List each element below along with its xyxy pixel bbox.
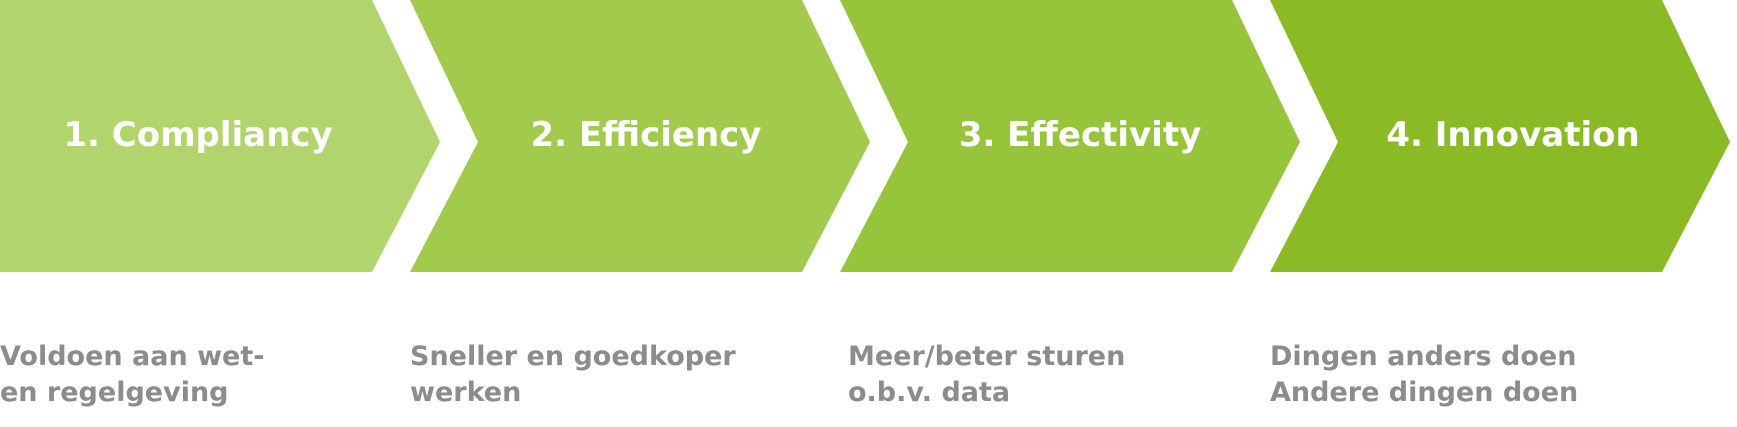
step-3-chevron [840,0,1300,272]
step-4: 4. Innovation [1270,0,1730,272]
step-2-description-line-1: Sneller en goedkoper [410,341,736,372]
step-2: 2. Efficiency [410,0,870,272]
step-3-title: 3. Effectivity [959,115,1202,155]
step-4-title: 4. Innovation [1386,115,1639,155]
step-1-description-line-2: en regelgeving [0,377,229,408]
step-1-chevron [0,0,440,272]
step-3-description-line-2: o.b.v. data [848,377,1011,408]
step-4-description: Dingen anders doen Andere dingen doen [1270,339,1578,411]
step-3-description-line-1: Meer/beter sturen [848,341,1126,372]
step-2-description-line-2: werken [410,377,522,408]
step-1: 1. Compliancy [0,0,440,272]
step-1-description-line-1: Voldoen aan wet- [0,341,265,372]
step-1-description: Voldoen aan wet- en regelgeving [0,339,264,411]
step-4-description-line-2: Andere dingen doen [1270,377,1579,408]
step-4-chevron [1270,0,1730,272]
step-3: 3. Effectivity [840,0,1300,272]
step-2-chevron [410,0,870,272]
step-4-description-line-1: Dingen anders doen [1270,341,1577,372]
step-2-title: 2. Efficiency [531,115,762,155]
step-1-title: 1. Compliancy [63,115,332,155]
step-3-description: Meer/beter sturen o.b.v. data [848,339,1125,411]
step-2-description: Sneller en goedkoper werken [410,339,736,411]
